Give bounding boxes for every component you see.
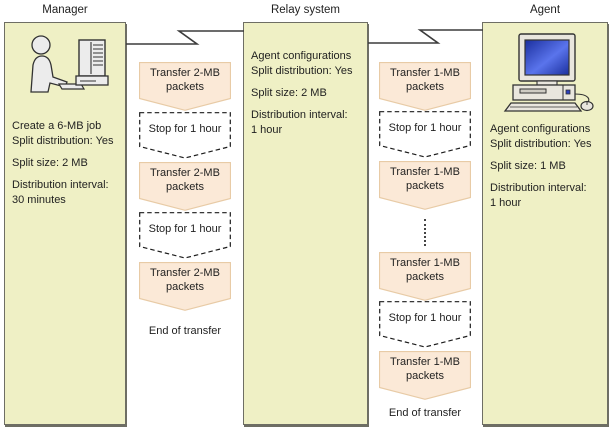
transfer-packets-chevron: Transfer 1-MB packets xyxy=(379,62,471,111)
relay-config-text: Agent configurations Split distribution:… xyxy=(251,50,353,77)
manager-lane: Create a 6-MB job Split distribution: Ye… xyxy=(4,22,126,425)
transfer-packets-chevron: Transfer 2-MB packets xyxy=(139,262,231,311)
step-label: Stop for 1 hour xyxy=(388,122,462,134)
desktop-computer-icon xyxy=(503,33,594,112)
relay-interval-text: Distribution interval: 1 hour xyxy=(251,109,348,136)
step-label: Transfer 1-MB packets xyxy=(390,166,460,192)
manager-relay-connector-line xyxy=(126,30,244,45)
relay-split-size-text: Split size: 2 MB xyxy=(251,87,327,99)
manager-interval-text: Distribution interval: 30 minutes xyxy=(12,179,109,206)
relay-lane-body: Agent configurations Split distribution:… xyxy=(251,49,363,145)
relay-lane-title: Relay system xyxy=(270,4,341,16)
step-label: Transfer 1-MB packets xyxy=(390,356,460,382)
step-label: Transfer 1-MB packets xyxy=(390,257,460,283)
step-label: Transfer 1-MB packets xyxy=(390,67,460,93)
step-label: Stop for 1 hour xyxy=(148,123,222,135)
agent-config-text: Agent configurations Split distribution:… xyxy=(490,123,592,150)
transfer-packets-chevron: Transfer 1-MB packets xyxy=(379,161,471,210)
stop-chevron: Stop for 1 hour xyxy=(379,111,471,158)
agent-lane: Agent configurations Split distribution:… xyxy=(482,22,608,425)
manager-lane-title: Manager xyxy=(42,4,88,16)
step-label: Stop for 1 hour xyxy=(388,312,462,324)
agent-lane-title: Agent xyxy=(529,4,561,16)
transfer-packets-chevron: Transfer 1-MB packets xyxy=(379,351,471,400)
step-label: Transfer 2-MB packets xyxy=(150,67,220,93)
step-label: Stop for 1 hour xyxy=(148,223,222,235)
manager-split-size-text: Split size: 2 MB xyxy=(12,157,88,169)
manager-job-text: Create a 6-MB job Split distribution: Ye… xyxy=(12,120,114,147)
left-end-of-transfer-label: End of transfer xyxy=(148,325,222,337)
agent-lane-body: Agent configurations Split distribution:… xyxy=(490,122,603,218)
stop-chevron: Stop for 1 hour xyxy=(139,112,231,159)
right-end-of-transfer-label: End of transfer xyxy=(388,407,462,419)
step-label: Transfer 2-MB packets xyxy=(150,167,220,193)
agent-split-size-text: Split size: 1 MB xyxy=(490,160,566,172)
operator-at-computer-icon xyxy=(30,35,109,93)
stop-chevron: Stop for 1 hour xyxy=(139,212,231,259)
manager-lane-body: Create a 6-MB job Split distribution: Ye… xyxy=(12,119,121,215)
relay-lane: Agent configurations Split distribution:… xyxy=(243,22,368,425)
transfer-packets-chevron: Transfer 2-MB packets xyxy=(139,62,231,111)
transfer-packets-chevron: Transfer 1-MB packets xyxy=(379,252,471,301)
transfer-packets-chevron: Transfer 2-MB packets xyxy=(139,162,231,211)
stop-chevron: Stop for 1 hour xyxy=(379,301,471,348)
relay-agent-connector-line xyxy=(368,29,483,44)
continuation-ellipsis xyxy=(424,219,426,246)
network-break-connectors xyxy=(126,29,483,45)
agent-interval-text: Distribution interval: 1 hour xyxy=(490,182,587,209)
step-label: Transfer 2-MB packets xyxy=(150,267,220,293)
